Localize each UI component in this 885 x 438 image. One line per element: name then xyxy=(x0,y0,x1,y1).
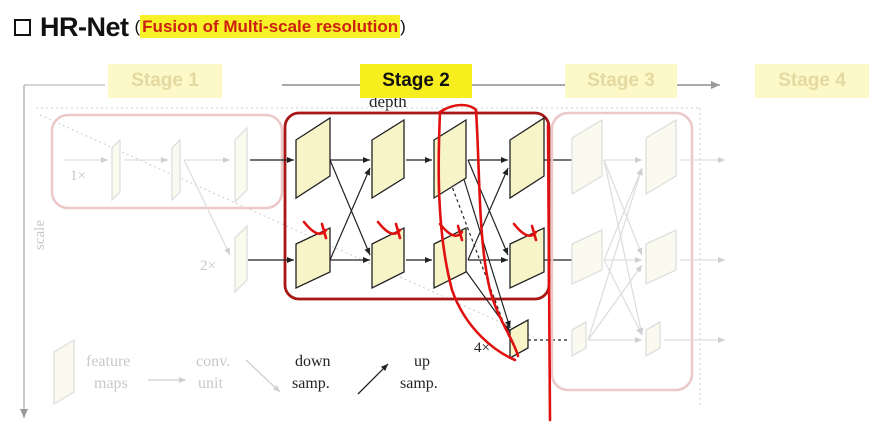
legend-feature-line1: feature xyxy=(86,353,130,370)
stage-1-label: Stage 1 xyxy=(108,64,222,98)
legend-down-line1: down xyxy=(295,353,331,370)
legend-up-line2: samp. xyxy=(400,375,438,392)
legend-feature-map-icon xyxy=(53,338,75,406)
stage3-blocks xyxy=(571,118,725,358)
title-subtitle: (Fusion of Multi-scale resolution) xyxy=(134,15,406,38)
legend-up-arrow-icon xyxy=(357,363,389,395)
stage1-blocks xyxy=(64,126,290,294)
legend-conv-line2: unit xyxy=(198,375,223,392)
scale-marker-2x: 2× xyxy=(200,258,216,274)
pen-annotations xyxy=(302,103,552,422)
scale-axis: scale xyxy=(20,84,105,418)
title-text: HR-Net xyxy=(40,11,129,42)
stage-2-label: Stage 2 xyxy=(360,64,472,98)
scale-marker-1x: 1× xyxy=(70,168,86,184)
page-title: HR-Net (Fusion of Multi-scale resolution… xyxy=(14,10,406,44)
legend-up-line1: up xyxy=(414,353,430,370)
legend-down-arrow-icon xyxy=(245,359,281,393)
stage2-blocks xyxy=(295,116,545,360)
legend-conv-line1: conv. xyxy=(196,353,230,370)
stage-3-label: Stage 3 xyxy=(565,64,677,98)
checkbox-icon xyxy=(14,18,31,36)
stage-4-label: Stage 4 xyxy=(755,64,869,98)
scale-marker-4x: 4× xyxy=(474,340,490,356)
stage3-box xyxy=(550,111,694,392)
scale-label: scale xyxy=(32,220,48,250)
legend-down-line2: samp. xyxy=(292,375,330,392)
stage1-box xyxy=(50,113,284,210)
legend: feature maps conv. unit down samp. up sa… xyxy=(53,338,438,406)
title-highlight: Fusion of Multi-scale resolution xyxy=(140,15,401,38)
legend-feature-line2: maps xyxy=(94,375,128,392)
